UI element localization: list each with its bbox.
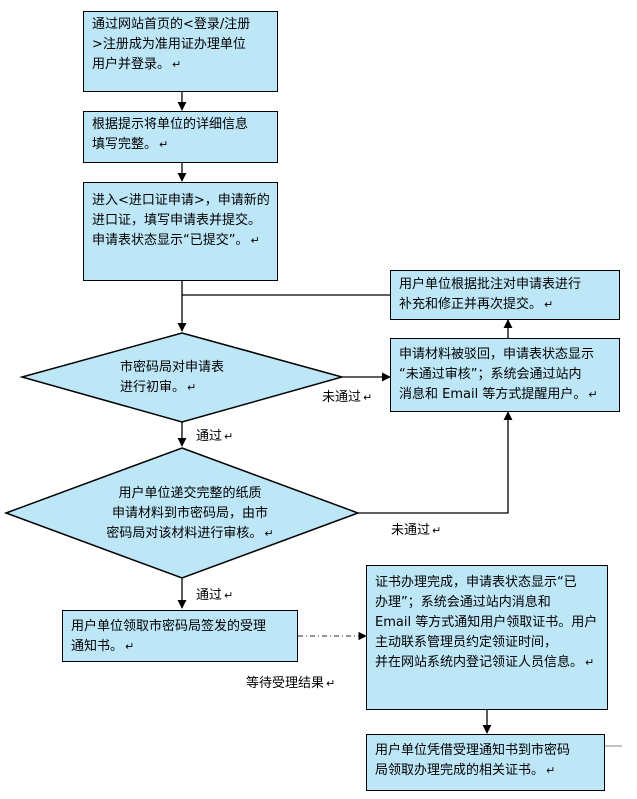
step-register-box: 通过网站首页的<登录/注册 >注册成为准用证办理单位用户并登录。↵ [83,11,278,92]
text-line: 等待受理结果↵ [246,676,336,691]
text-line: 补充和修正并再次提交。↵ [399,297,554,312]
failed-label-review: 未通过↵ [322,390,372,406]
text-line: 用户单位凭借受理通知书到市密码 [375,743,571,758]
paragraph-mark-icon: ↵ [187,381,197,394]
text-line: 进行初审。↵ [120,380,197,395]
step-apply-box: 进入<进口证申请>，申请新的进口证，填写申请表并提交。申请表状态显示“已提交”。… [83,182,278,281]
paper-review-text: 用户单位递交完整的纸质申请材料到市密码局，由市密码局对该材料进行审核。↵ [100,484,280,544]
paragraph-mark-icon: ↵ [250,234,260,247]
paragraph-mark-icon: ↵ [363,391,373,404]
text-line: 主动联系管理员约定领证时间， [375,635,558,650]
paragraph-mark-icon: ↵ [544,298,554,311]
failed-label-paper: 未通过↵ [391,523,441,539]
paragraph-mark-icon: ↵ [432,524,442,537]
text-line: 用户单位领取市密码局签发的受理 [71,619,267,634]
text-line: 申请表状态显示“已提交”。↵ [92,233,260,248]
text-line: 密码局对该材料进行审核。↵ [106,526,274,541]
paragraph-mark-icon: ↵ [172,58,182,71]
text-line: 并在网站系统内登记领证人员信息。↵ [375,655,595,670]
text-line: 未通过↵ [391,523,442,538]
text-line: 未通过↵ [322,390,373,405]
passed-label-paper: 通过↵ [196,588,233,604]
text-line: 通过↵ [196,429,234,444]
text-line: 申请材料到市密码局，由市 [111,506,268,521]
step-fill-details-box: 根据提示将单位的详细信息填写完整。↵ [83,111,278,163]
text-line: >注册成为准用证办理单位 [92,37,246,52]
step-collect-box: 用户单位凭借受理通知书到市密码局领取办理完成的相关证书。↵ [366,734,605,791]
text-line: 进口证，填写申请表并提交。 [92,213,262,228]
paragraph-mark-icon: ↵ [326,677,336,690]
initial-review-text: 市密码局对申请表进行初审。↵ [120,358,260,398]
text-line: 通过网站首页的<登录/注册 [92,17,251,32]
paragraph-mark-icon: ↵ [264,527,274,540]
text-line: 进入<进口证申请>，申请新的 [92,193,270,208]
text-line: 填写完整。↵ [92,137,169,152]
text-line: 消息和 Email 等方式提醒用户。↵ [399,387,598,402]
text-line: 申请材料被驳回，申请表状态显示 [399,347,595,362]
paragraph-mark-icon: ↵ [159,138,169,151]
text-line: 通知书。↵ [71,639,135,654]
waiting-label: 等待受理结果↵ [246,676,335,692]
text-line: “未通过审核”；系统会通过站内 [399,367,582,382]
paragraph-mark-icon: ↵ [224,589,234,602]
text-line: 用户单位递交完整的纸质 [118,486,262,501]
text-line: 办理”；系统会通过站内消息和 [375,595,551,610]
text-line: 市密码局对申请表 [120,360,225,375]
text-line: 用户单位根据批注对申请表进行 [399,277,582,292]
step-resubmit-box: 用户单位根据批注对申请表进行补充和修正并再次提交。↵ [390,270,620,320]
paragraph-mark-icon: ↵ [125,640,135,653]
text-line: 根据提示将单位的详细信息 [92,117,249,132]
text-line: 通过↵ [196,588,234,603]
step-completed-box: 证书办理完成，申请表状态显示“已办理”；系统会通过站内消息和 Email 等方式通… [366,565,608,710]
paragraph-mark-icon: ↵ [546,764,556,777]
text-line: 用户并登录。↵ [92,57,182,72]
paragraph-mark-icon: ↵ [224,430,234,443]
paragraph-mark-icon: ↵ [585,656,595,669]
paragraph-mark-icon: ↵ [588,388,598,401]
text-line: Email 等方式通知用户领取证书。用户 [375,615,598,630]
step-rejected-box: 申请材料被驳回，申请表状态显示 “未通过审核”；系统会通过站内消息和 Email … [390,338,620,412]
step-receive-notice-box: 用户单位领取市密码局签发的受理通知书。↵ [62,610,298,662]
text-line: 证书办理完成，申请表状态显示“已 [375,575,577,590]
passed-label-review: 通过↵ [196,429,233,445]
text-line: 局领取办理完成的相关证书。↵ [375,763,556,778]
arrow-paper-failed [358,411,513,514]
